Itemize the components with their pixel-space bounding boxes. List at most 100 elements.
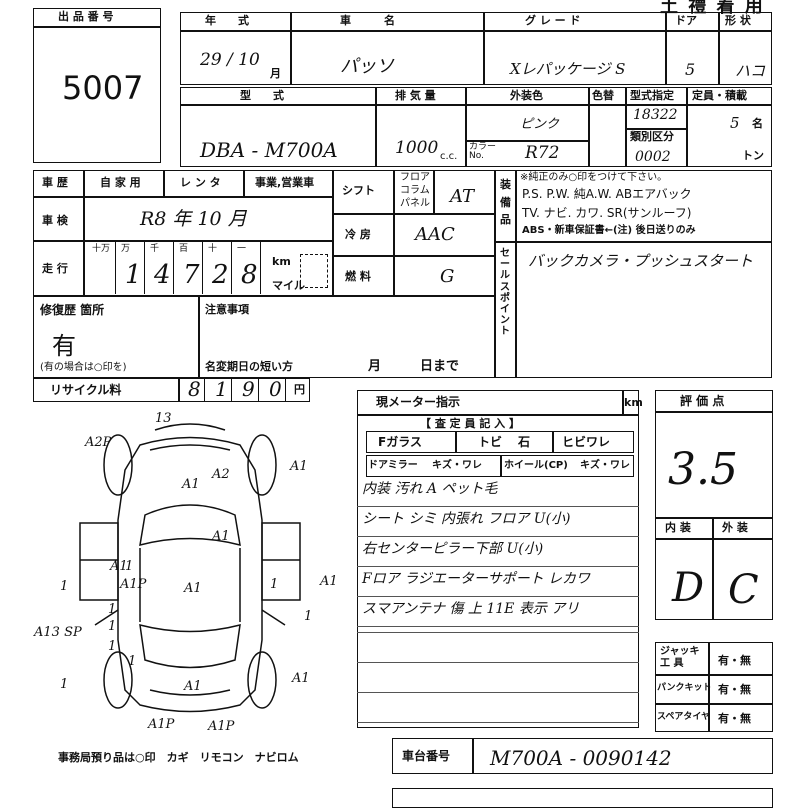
sales-point-box — [495, 242, 772, 378]
damage-mark: 1 — [108, 619, 117, 634]
interior-value: D — [672, 565, 705, 611]
wheel-kizu: キズ・ワレ — [580, 460, 630, 471]
grade-box — [655, 390, 773, 620]
grade-value: 3.5 — [668, 444, 738, 495]
shift-paddle: パネル — [400, 198, 430, 209]
interior-label: 内 装 — [665, 521, 691, 534]
class-label: 類別区分 — [630, 130, 674, 143]
inspection-value: R8 年 10 月 — [140, 208, 247, 230]
meter-label: 現メーター指示 — [376, 395, 461, 409]
jack-label: ジャッキ 工 具 — [660, 646, 700, 669]
model-value: DBA - M700A — [200, 138, 338, 162]
typecode-label: 型式指定 — [630, 89, 674, 102]
damage-mark: 1 — [60, 579, 69, 594]
capacity-label: 定員・積載 — [692, 89, 747, 102]
damage-mark: A2 — [212, 467, 230, 482]
lot-number: 5007 — [62, 69, 144, 107]
disp-label: 排 気 量 — [395, 89, 436, 102]
shift-value: AT — [450, 186, 475, 207]
class-value: 0002 — [635, 149, 671, 165]
jack-yesno: 有・無 — [718, 654, 751, 667]
mileage-digit: 1 — [125, 260, 142, 290]
digit-head: 万 — [121, 244, 131, 254]
history-box — [33, 170, 333, 296]
meter-unit: km — [624, 396, 643, 409]
damage-mark: 1 — [108, 639, 117, 654]
recycle-label: リサイクル料 — [50, 383, 122, 397]
spare-yesno: 有・無 — [718, 712, 751, 725]
digit-head: 十 — [208, 244, 218, 254]
inspector-comment: Fロア ラジエーターサポート レカワ — [362, 571, 591, 587]
name-value: パッソ — [340, 56, 394, 77]
damage-mark: A1 — [110, 559, 128, 574]
spare-label: スペアタイヤ — [657, 712, 711, 722]
recycle-unit: 円 — [294, 383, 305, 396]
digit-head: 十万 — [92, 244, 111, 254]
digit-head: 一 — [237, 244, 247, 254]
inspector-title: 【 査 定 員 記 入 】 — [420, 417, 520, 430]
ishi-label: 石 — [518, 435, 531, 449]
exterior-label: 外 装 — [722, 521, 748, 534]
sales-point-value: バックカメラ・プッシュスタート — [528, 252, 754, 270]
repair-box — [33, 296, 495, 378]
recycle-box — [33, 378, 310, 402]
damage-mark: A2P — [85, 435, 112, 450]
equipment-line-1: P.S. P.W. 純A.W. ABエアバック — [522, 187, 692, 201]
equipment-box — [495, 170, 772, 242]
name-change-day: 日まで — [420, 359, 460, 374]
damage-mark: A1 — [292, 671, 310, 686]
grade-label: グ レ ー ド — [525, 14, 581, 27]
load-unit: トン — [742, 149, 764, 162]
equipment-label: 装 備 品 — [500, 178, 511, 227]
exterior-value: C — [728, 567, 759, 613]
history-business: 事業,営業車 — [255, 176, 315, 189]
month-unit: 月 — [270, 67, 281, 80]
color-no-label: カラー No. — [469, 142, 497, 161]
mileage-label: 走 行 — [42, 262, 68, 275]
mileage-digit: 4 — [154, 260, 171, 290]
inspection-label: 車 検 — [42, 214, 68, 227]
repair-note: (有の場合は○印を) — [40, 362, 127, 373]
glass-row — [366, 431, 634, 453]
mileage-digit: 2 — [212, 260, 229, 290]
bottom-box — [392, 788, 773, 808]
mile-label: マイル — [272, 279, 305, 292]
damage-mark: A1P — [148, 717, 175, 732]
doors-value: 5 — [685, 60, 696, 79]
damage-mark: A1 — [184, 679, 202, 694]
name-change-label: 名変期日の短い方 — [205, 360, 293, 373]
damage-mark: A1P — [208, 719, 235, 734]
shift-label: シフト — [342, 184, 375, 197]
mileage-digit: 7 — [183, 260, 200, 290]
history-private: 自 家 用 — [100, 176, 141, 189]
punc-yesno: 有・無 — [718, 683, 751, 696]
grade-value: Xレパッケージ S — [510, 60, 626, 78]
equipment-note: ※純正のみ○印をつけて下さい。 — [520, 172, 668, 183]
inspector-comment: スマアンテナ 傷 上 11E 表示 アリ — [362, 601, 580, 617]
equipment-line-3: ABS・新車保証書←(注) 後日送りのみ — [522, 225, 696, 236]
inspector-box — [357, 390, 639, 728]
mile-checkbox[interactable] — [300, 254, 328, 288]
page-title: 土 禮 着 用 — [660, 0, 765, 17]
disp-value: 1000 — [395, 138, 439, 158]
inspector-comment: シート シミ 内張れ フロア U(小) — [362, 511, 571, 527]
diagram-footer: 事務局預り品は○印 カギ リモコン ナビロム — [58, 751, 299, 764]
inspector-comment: 内装 汚れ A ペット毛 — [362, 481, 498, 497]
vehicle-row-2 — [180, 87, 772, 167]
capacity-value: 5 — [730, 114, 740, 132]
model-label: 型 式 — [240, 89, 284, 102]
capacity-unit: 名 — [752, 117, 763, 130]
colorcode-label: 色替 — [592, 89, 614, 102]
damage-mark: 1 — [128, 654, 137, 669]
year-label: 年 式 — [205, 14, 249, 27]
recycle-digit: 1 — [215, 377, 228, 401]
equipment-line-2: TV. ナビ. カワ. SR(サンルーフ) — [522, 206, 692, 220]
repair-label: 修復歴 箇所 — [40, 303, 105, 317]
tools-box — [655, 642, 773, 732]
lot-label: 出 品 番 号 — [58, 10, 114, 23]
shift-box — [333, 170, 495, 296]
damage-mark: A1P — [120, 577, 147, 592]
km-label: km — [272, 255, 291, 268]
damage-mark: 1 — [108, 602, 117, 617]
recycle-digit: 0 — [269, 377, 282, 401]
